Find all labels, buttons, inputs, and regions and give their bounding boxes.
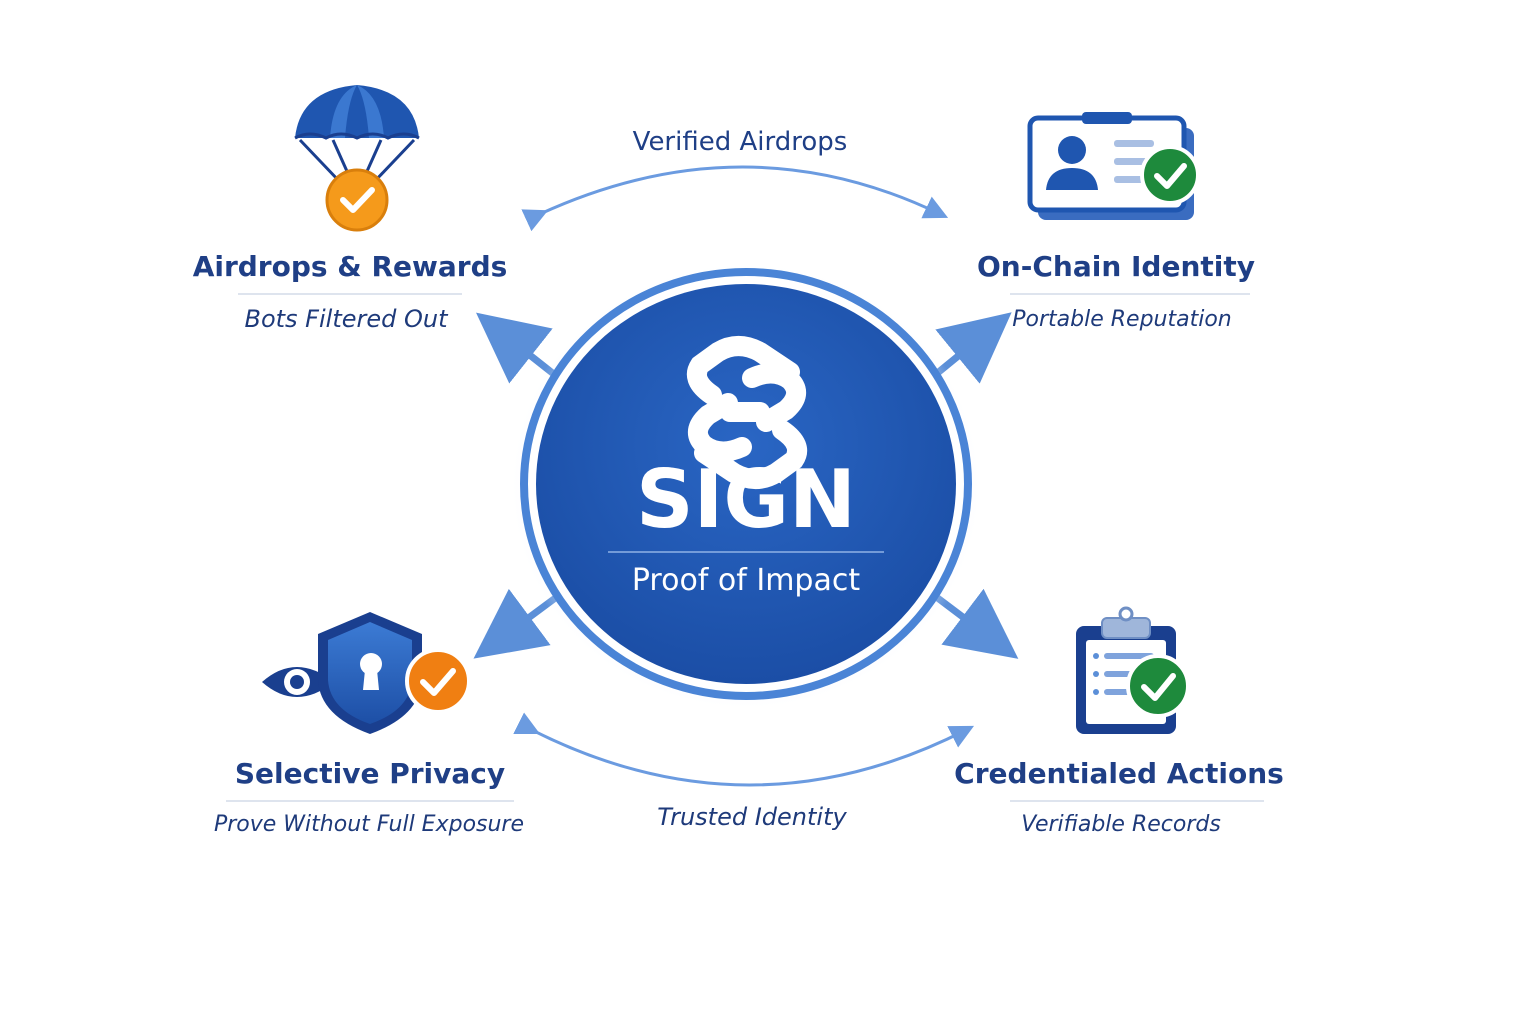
link-top: Verified Airdrops bbox=[521, 127, 949, 232]
link-bottom: Trusted Identity bbox=[513, 712, 975, 831]
node-identity-subtitle: Portable Reputation bbox=[1012, 307, 1231, 332]
clipboard-check-icon bbox=[1076, 606, 1190, 734]
arrow-to-airdrops bbox=[476, 312, 558, 384]
id-card-check-icon bbox=[1027, 112, 1200, 220]
center-title: SIGN bbox=[636, 453, 856, 546]
node-credentials-title: Credentialed Actions bbox=[954, 757, 1284, 790]
node-airdrops: Airdrops & Rewards Bots Filtered Out bbox=[193, 85, 508, 333]
node-privacy-subtitle: Prove Without Full Exposure bbox=[214, 812, 524, 837]
link-bottom-label: Trusted Identity bbox=[657, 803, 847, 831]
node-airdrops-title: Airdrops & Rewards bbox=[193, 250, 508, 283]
node-airdrops-subtitle: Bots Filtered Out bbox=[244, 305, 449, 333]
link-top-label: Verified Airdrops bbox=[633, 127, 848, 157]
link-bottom-arrow bbox=[513, 712, 975, 787]
node-identity-title: On-Chain Identity bbox=[977, 250, 1255, 283]
interlocking-link-icon bbox=[687, 336, 807, 489]
eye-shield-lock-icon bbox=[262, 612, 471, 734]
node-privacy: Selective Privacy Prove Without Full Exp… bbox=[214, 612, 524, 837]
node-credentials: Credentialed Actions Verifiable Records bbox=[954, 606, 1284, 837]
node-privacy-title: Selective Privacy bbox=[235, 757, 505, 790]
node-identity: On-Chain Identity Portable Reputation bbox=[977, 112, 1255, 332]
center-subtitle: Proof of Impact bbox=[632, 563, 860, 598]
center-node: SIGN Proof of Impact bbox=[510, 262, 982, 710]
link-top-arrow bbox=[521, 165, 949, 232]
node-credentials-subtitle: Verifiable Records bbox=[1021, 812, 1221, 837]
parachute-check-icon bbox=[294, 85, 420, 232]
